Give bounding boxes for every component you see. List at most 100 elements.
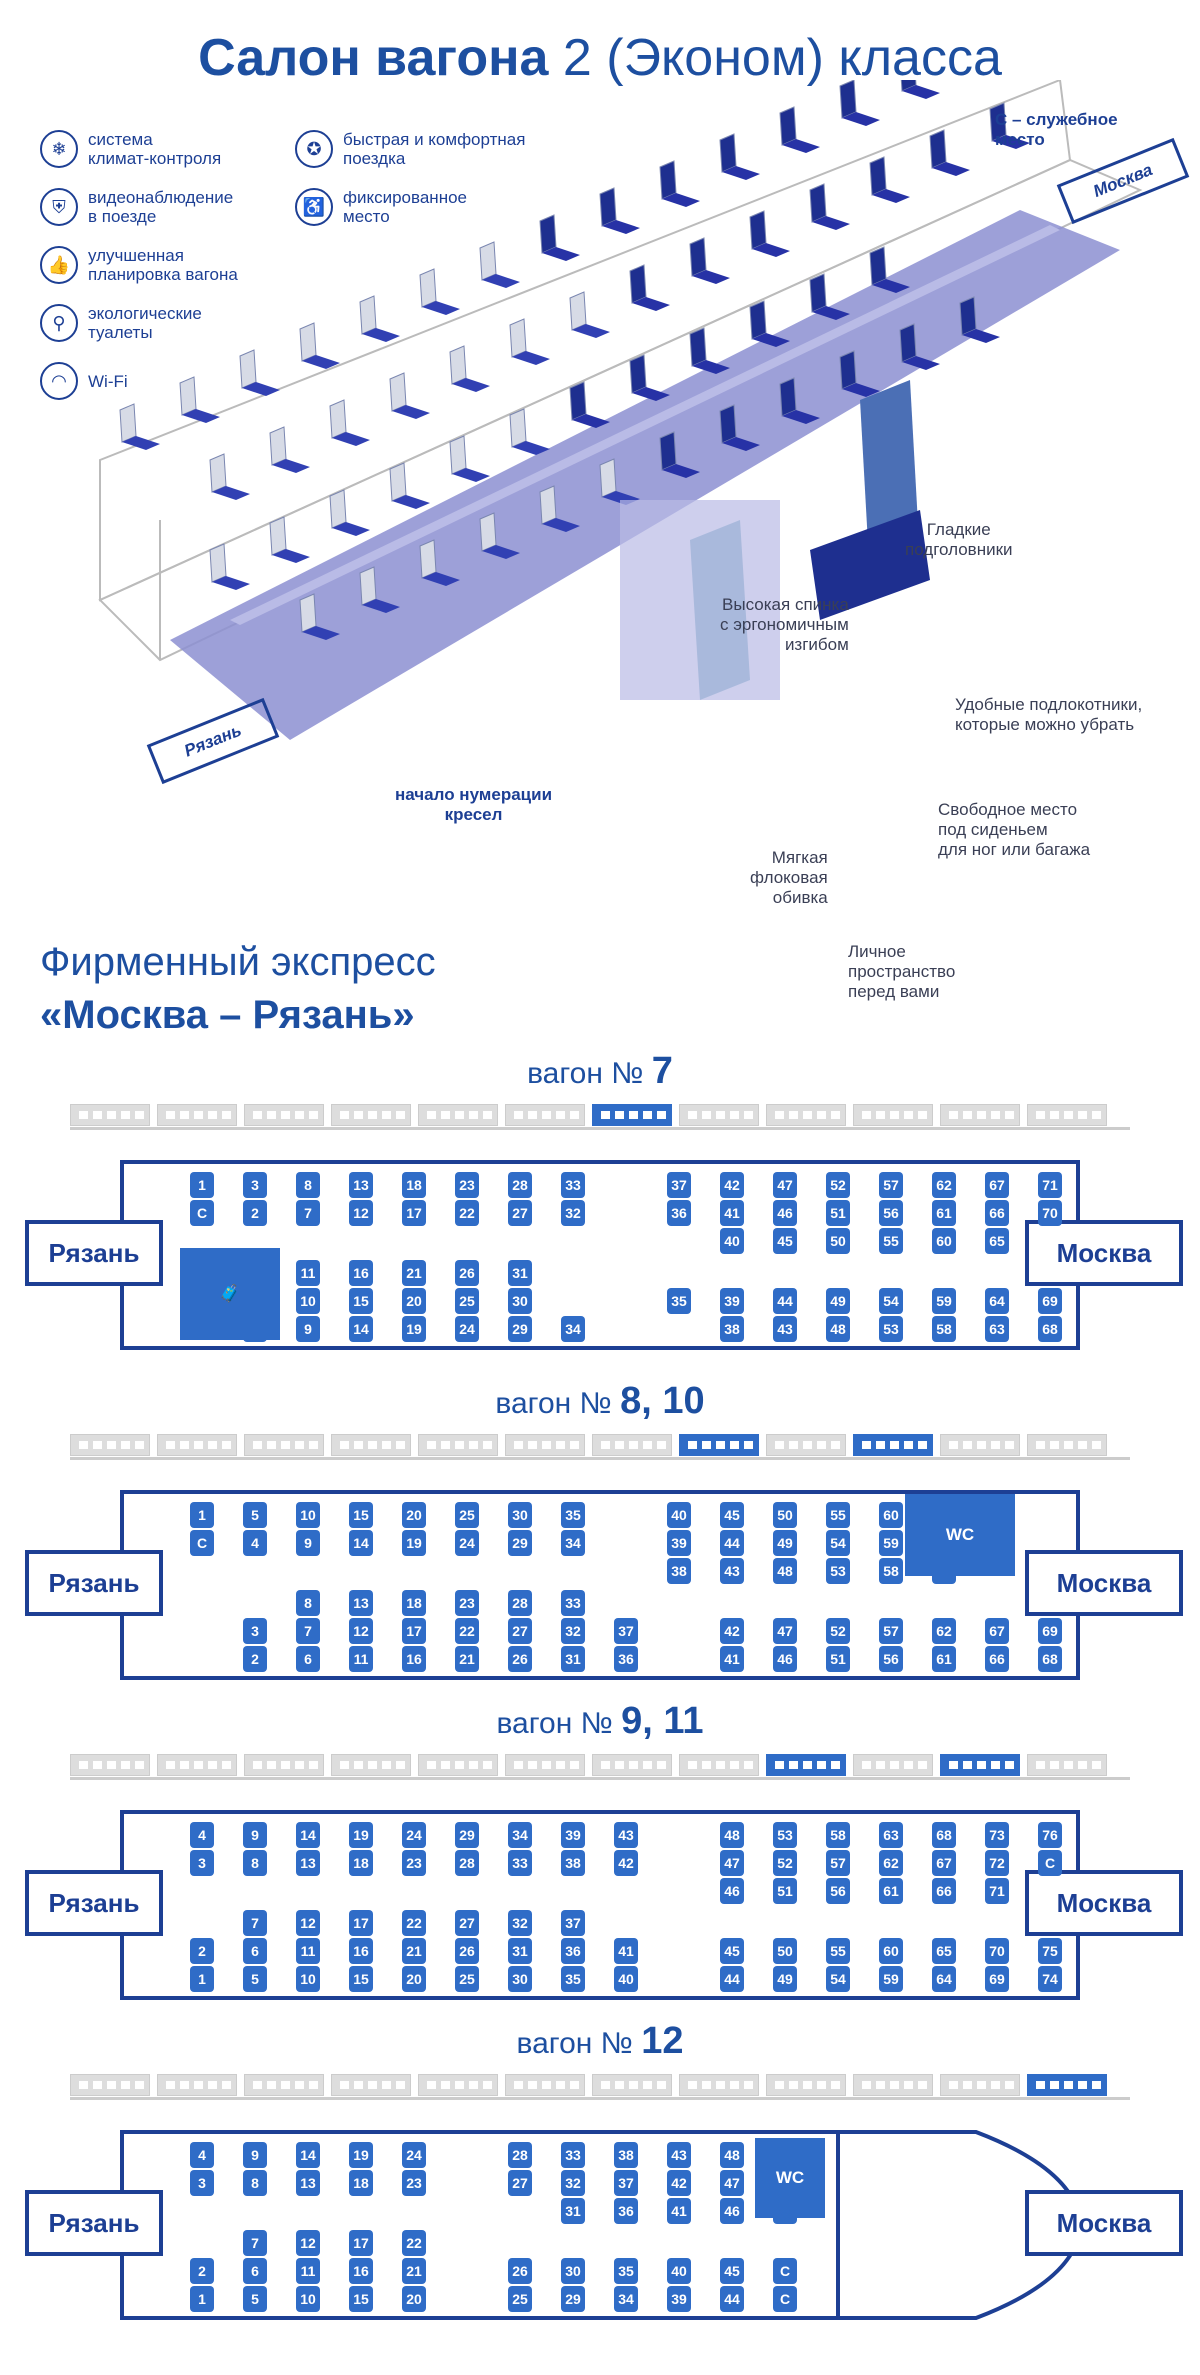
seat[interactable]: 73 <box>985 1822 1009 1848</box>
seat[interactable]: 25 <box>455 1502 479 1528</box>
seat[interactable]: 37 <box>561 1910 585 1936</box>
seat[interactable]: 32 <box>508 1910 532 1936</box>
seat[interactable]: 30 <box>508 1502 532 1528</box>
seat[interactable]: 64 <box>932 1966 956 1992</box>
seat[interactable]: 39 <box>720 1288 744 1314</box>
seat[interactable]: 57 <box>879 1172 903 1198</box>
seat[interactable]: 45 <box>773 1228 797 1254</box>
seat[interactable]: 27 <box>455 1910 479 1936</box>
seat[interactable]: 56 <box>879 1646 903 1672</box>
seat[interactable]: 19 <box>402 1316 426 1342</box>
seat[interactable]: 45 <box>720 2258 744 2284</box>
seat[interactable]: 2 <box>243 1646 267 1672</box>
seat[interactable]: 39 <box>667 1530 691 1556</box>
seat[interactable]: 29 <box>508 1316 532 1342</box>
seat[interactable]: 9 <box>296 1530 320 1556</box>
seat[interactable]: 70 <box>1038 1200 1062 1226</box>
seat[interactable]: 1 <box>190 1966 214 1992</box>
seat[interactable]: 18 <box>402 1172 426 1198</box>
seat[interactable]: 43 <box>720 1558 744 1584</box>
seat[interactable]: 4 <box>243 1530 267 1556</box>
seat[interactable]: 7 <box>243 1910 267 1936</box>
seat[interactable]: 61 <box>879 1878 903 1904</box>
seat[interactable]: 31 <box>561 1646 585 1672</box>
seat[interactable]: 49 <box>773 1530 797 1556</box>
seat[interactable]: 33 <box>561 2142 585 2168</box>
seat[interactable]: 33 <box>508 1850 532 1876</box>
seat[interactable]: 67 <box>985 1618 1009 1644</box>
seat[interactable]: 21 <box>402 1260 426 1286</box>
seat[interactable]: 3 <box>190 1850 214 1876</box>
seat[interactable]: С <box>1038 1850 1062 1876</box>
seat[interactable]: 38 <box>561 1850 585 1876</box>
seat[interactable]: 27 <box>508 1618 532 1644</box>
seat[interactable]: 3 <box>190 2170 214 2196</box>
seat[interactable]: 41 <box>720 1200 744 1226</box>
seat[interactable]: 44 <box>773 1288 797 1314</box>
seat[interactable]: 8 <box>243 1850 267 1876</box>
seat[interactable]: 14 <box>349 1316 373 1342</box>
seat[interactable]: 53 <box>879 1316 903 1342</box>
seat[interactable]: 13 <box>349 1172 373 1198</box>
seat[interactable]: 1 <box>190 1172 214 1198</box>
seat[interactable]: 10 <box>296 1502 320 1528</box>
seat[interactable]: 39 <box>561 1822 585 1848</box>
seat[interactable]: 66 <box>985 1646 1009 1672</box>
seat[interactable]: 27 <box>508 1200 532 1226</box>
seat[interactable]: 66 <box>985 1200 1009 1226</box>
seat[interactable]: 44 <box>720 1530 744 1556</box>
seat[interactable]: 9 <box>243 1822 267 1848</box>
seat[interactable]: 2 <box>190 2258 214 2284</box>
seat[interactable]: 50 <box>773 1938 797 1964</box>
seat[interactable]: 21 <box>402 2258 426 2284</box>
seat[interactable]: 44 <box>720 2286 744 2312</box>
seat[interactable]: 25 <box>455 1966 479 1992</box>
seat[interactable]: С <box>773 2258 797 2284</box>
seat[interactable]: 10 <box>296 2286 320 2312</box>
seat[interactable]: 69 <box>1038 1288 1062 1314</box>
seat[interactable]: 35 <box>667 1288 691 1314</box>
seat[interactable]: 46 <box>720 2198 744 2224</box>
seat[interactable]: 12 <box>296 1910 320 1936</box>
seat[interactable]: 34 <box>614 2286 638 2312</box>
seat[interactable]: 35 <box>561 1502 585 1528</box>
seat[interactable]: 20 <box>402 1288 426 1314</box>
seat[interactable]: 68 <box>1038 1316 1062 1342</box>
seat[interactable]: 11 <box>296 2258 320 2284</box>
seat[interactable]: 38 <box>720 1316 744 1342</box>
seat[interactable]: 13 <box>349 1590 373 1616</box>
seat[interactable]: 64 <box>985 1288 1009 1314</box>
seat[interactable]: 28 <box>508 1172 532 1198</box>
seat[interactable]: 65 <box>932 1938 956 1964</box>
seat[interactable]: 1 <box>190 2286 214 2312</box>
seat[interactable]: 28 <box>455 1850 479 1876</box>
seat[interactable]: 41 <box>614 1938 638 1964</box>
seat[interactable]: 19 <box>349 1822 373 1848</box>
seat[interactable]: 7 <box>296 1200 320 1226</box>
seat[interactable]: 62 <box>879 1850 903 1876</box>
seat[interactable]: 34 <box>561 1316 585 1342</box>
seat[interactable]: 8 <box>243 2170 267 2196</box>
seat[interactable]: 24 <box>455 1316 479 1342</box>
seat[interactable]: 17 <box>402 1200 426 1226</box>
seat[interactable]: 3 <box>243 1172 267 1198</box>
seat[interactable]: 46 <box>720 1878 744 1904</box>
seat[interactable]: 16 <box>349 1260 373 1286</box>
seat[interactable]: 4 <box>190 2142 214 2168</box>
seat[interactable]: 41 <box>720 1646 744 1672</box>
seat[interactable]: 32 <box>561 1200 585 1226</box>
seat[interactable]: 48 <box>720 1822 744 1848</box>
seat[interactable]: 36 <box>614 1646 638 1672</box>
seat[interactable]: 46 <box>773 1200 797 1226</box>
seat[interactable]: 55 <box>826 1502 850 1528</box>
seat[interactable]: 28 <box>508 2142 532 2168</box>
seat[interactable]: 13 <box>296 1850 320 1876</box>
seat[interactable]: 11 <box>349 1646 373 1672</box>
seat[interactable]: 40 <box>667 2258 691 2284</box>
seat[interactable]: 19 <box>402 1530 426 1556</box>
seat[interactable]: 12 <box>349 1618 373 1644</box>
seat[interactable]: 13 <box>296 2170 320 2196</box>
seat[interactable]: 20 <box>402 2286 426 2312</box>
seat[interactable]: 60 <box>932 1228 956 1254</box>
seat[interactable]: 34 <box>561 1530 585 1556</box>
